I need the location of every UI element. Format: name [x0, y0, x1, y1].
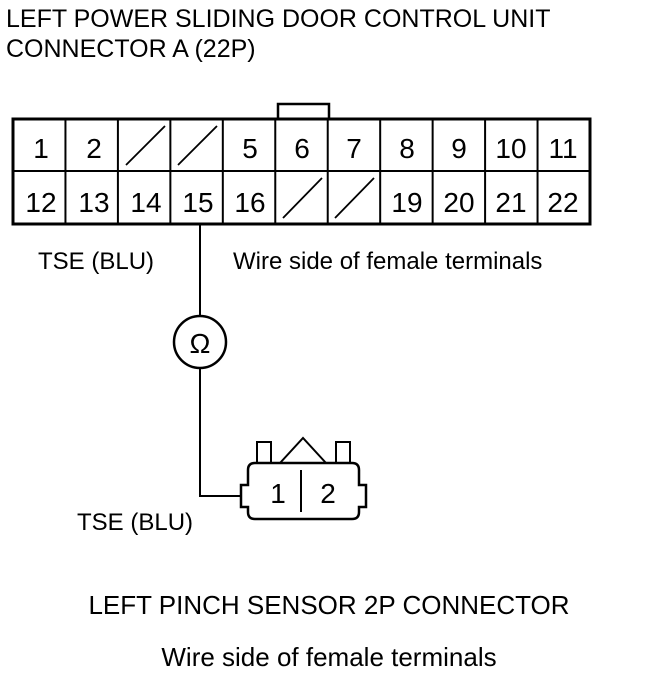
ohm-symbol: Ω	[190, 328, 211, 359]
pin-1: 1	[33, 133, 49, 164]
connector-lock-tab	[276, 102, 331, 119]
pin-19: 19	[391, 187, 422, 218]
pin-15: 15	[182, 187, 213, 218]
pin-16: 16	[234, 187, 265, 218]
connector-a-view-note: Wire side of female terminals	[233, 248, 542, 275]
pin-11: 11	[548, 133, 577, 164]
pin-14: 14	[130, 187, 161, 218]
pin-12: 12	[25, 187, 56, 218]
pin-2: 2	[86, 133, 102, 164]
connector-2p-body	[239, 461, 368, 521]
connector-a-title-line1: LEFT POWER SLIDING DOOR CONTROL UNIT	[6, 5, 551, 33]
connector-a-bottom-row: 12 13 14 15 16 19 20 21 22	[25, 177, 579, 219]
pin-22: 22	[547, 187, 578, 218]
empty-cavity-mark	[334, 177, 375, 219]
sensor-pin-1: 1	[270, 478, 286, 509]
connector-2p-lock-ramp	[279, 436, 327, 464]
connector-a-title-line2: CONNECTOR A (22P)	[6, 35, 256, 63]
connector-a-top-row: 1 2 5 6 7 8 9 10 11	[33, 125, 578, 166]
empty-cavity-mark	[177, 125, 218, 166]
pin-9: 9	[451, 133, 467, 164]
empty-cavity-mark	[125, 125, 166, 166]
pinch-sensor-title: LEFT PINCH SENSOR 2P CONNECTOR	[88, 590, 569, 620]
pin-7: 7	[346, 133, 362, 164]
empty-cavity-mark	[282, 177, 323, 219]
pin-10: 10	[495, 133, 526, 164]
pinch-sensor-2p-connector: 1 2	[239, 436, 368, 521]
connector-2p-left-tab	[256, 441, 272, 463]
connector-a-wire-label: TSE (BLU)	[38, 248, 154, 275]
pin-20: 20	[443, 187, 474, 218]
pinch-sensor-wire-label: TSE (BLU)	[77, 509, 193, 536]
pin-13: 13	[78, 187, 109, 218]
test-lead-wire-lower	[199, 368, 242, 497]
ohmmeter-icon: Ω	[172, 314, 228, 370]
connector-a-cell-dividers	[64, 119, 539, 224]
pin-6: 6	[294, 133, 310, 164]
connector-2p-right-tab	[335, 441, 351, 463]
pin-21: 21	[495, 187, 526, 218]
connector-a-22p: 1 2 5 6 7 8 9 10 11 12 13 14 15 16 19 20…	[11, 102, 592, 226]
pinch-sensor-view-note: Wire side of female terminals	[161, 642, 496, 672]
pin-8: 8	[399, 133, 415, 164]
pin-5: 5	[242, 133, 258, 164]
sensor-pin-2: 2	[320, 478, 336, 509]
